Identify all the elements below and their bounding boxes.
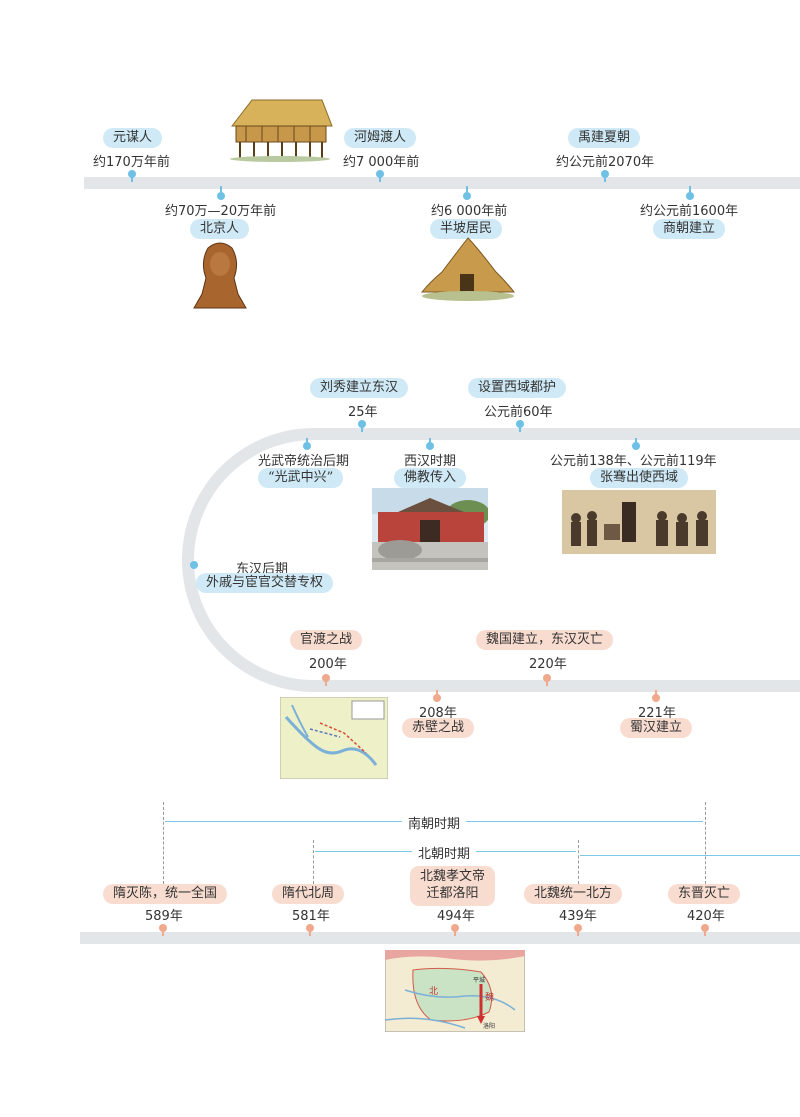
event-date: 公元前60年 xyxy=(484,405,553,420)
event-date: 约70万—20万年前 xyxy=(165,204,277,219)
event-label: 北魏统一北方 xyxy=(524,884,623,904)
event-date: 221年 xyxy=(638,706,676,721)
eastern-jin-span xyxy=(580,855,800,856)
map-label-bei: 北 xyxy=(429,986,438,997)
event-label: 赤壁之战 xyxy=(402,718,475,738)
event-date: 光武帝统治后期 xyxy=(258,454,350,469)
event-date: 581年 xyxy=(292,909,330,924)
event-label: 河姆渡人 xyxy=(344,128,417,148)
event-date: 约7 000年前 xyxy=(343,155,420,170)
event-date: 208年 xyxy=(419,706,457,721)
event-label: 元谋人 xyxy=(103,128,163,148)
event-label: 官渡之战 xyxy=(290,630,363,650)
event-label-line: 迁都洛阳 xyxy=(426,886,479,901)
span-boundary xyxy=(578,840,579,884)
event-label: 商朝建立 xyxy=(653,219,726,239)
event-label: 北魏孝文帝 迁都洛阳 xyxy=(410,866,496,906)
map-label-pingcheng: 平城 xyxy=(473,977,485,984)
event-date: 589年 xyxy=(145,909,183,924)
event-label: 隋代北周 xyxy=(272,884,345,904)
event-label: 东晋灭亡 xyxy=(668,884,741,904)
map-label-luoyang: 洛阳 xyxy=(483,1022,495,1030)
event-label: 蜀汉建立 xyxy=(620,718,693,738)
event-date: 220年 xyxy=(529,657,567,672)
event-date: 200年 xyxy=(309,657,347,672)
battle-map-thumbnail xyxy=(280,697,388,779)
event-label: 隋灭陈，统一全国 xyxy=(103,884,228,904)
event-label: 北京人 xyxy=(190,219,250,239)
zhang-qian-mural-image xyxy=(562,490,716,554)
event-label: 外戚与宦官交替专权 xyxy=(196,573,334,593)
event-label: 佛教传入 xyxy=(394,468,467,488)
event-date: 约公元前1600年 xyxy=(640,204,739,219)
event-label: “光武中兴” xyxy=(258,468,344,488)
map-label-wei: 魏 xyxy=(485,991,494,1003)
event-label: 设置西域都护 xyxy=(468,378,567,398)
event-date: 494年 xyxy=(437,909,475,924)
span-boundary xyxy=(163,802,164,884)
timeline-track-northern-southern xyxy=(80,932,800,944)
event-date: 439年 xyxy=(559,909,597,924)
stilt-house-illustration xyxy=(230,99,333,162)
peking-man-bust-illustration xyxy=(193,242,247,309)
event-date: 约公元前2070年 xyxy=(556,155,655,170)
event-label: 半坡居民 xyxy=(430,219,503,239)
event-label: 张骞出使西域 xyxy=(590,468,689,488)
event-label: 刘秀建立东汉 xyxy=(310,378,409,398)
capital-move-map: 平城 洛阳 北 魏 xyxy=(385,950,525,1032)
span-label-north: 北朝时期 xyxy=(412,843,477,862)
event-label: 禹建夏朝 xyxy=(568,128,641,148)
event-date: 420年 xyxy=(687,909,725,924)
event-date: 公元前138年、公元前119年 xyxy=(550,454,717,469)
event-label: 魏国建立，东汉灭亡 xyxy=(476,630,614,650)
event-label-line: 北魏孝文帝 xyxy=(420,869,486,884)
timeline-track-han xyxy=(181,428,800,692)
event-date: 25年 xyxy=(348,405,378,420)
span-boundary xyxy=(705,802,706,884)
timeline-track-prehistory xyxy=(84,177,800,189)
white-horse-temple-photo xyxy=(372,488,488,570)
event-date: 约6 000年前 xyxy=(431,204,508,219)
event-date: 约170万年前 xyxy=(93,155,170,170)
event-date: 西汉时期 xyxy=(404,454,457,469)
span-label-south: 南朝时期 xyxy=(402,813,467,832)
banpo-hut-illustration xyxy=(420,237,516,301)
span-boundary xyxy=(313,840,314,884)
